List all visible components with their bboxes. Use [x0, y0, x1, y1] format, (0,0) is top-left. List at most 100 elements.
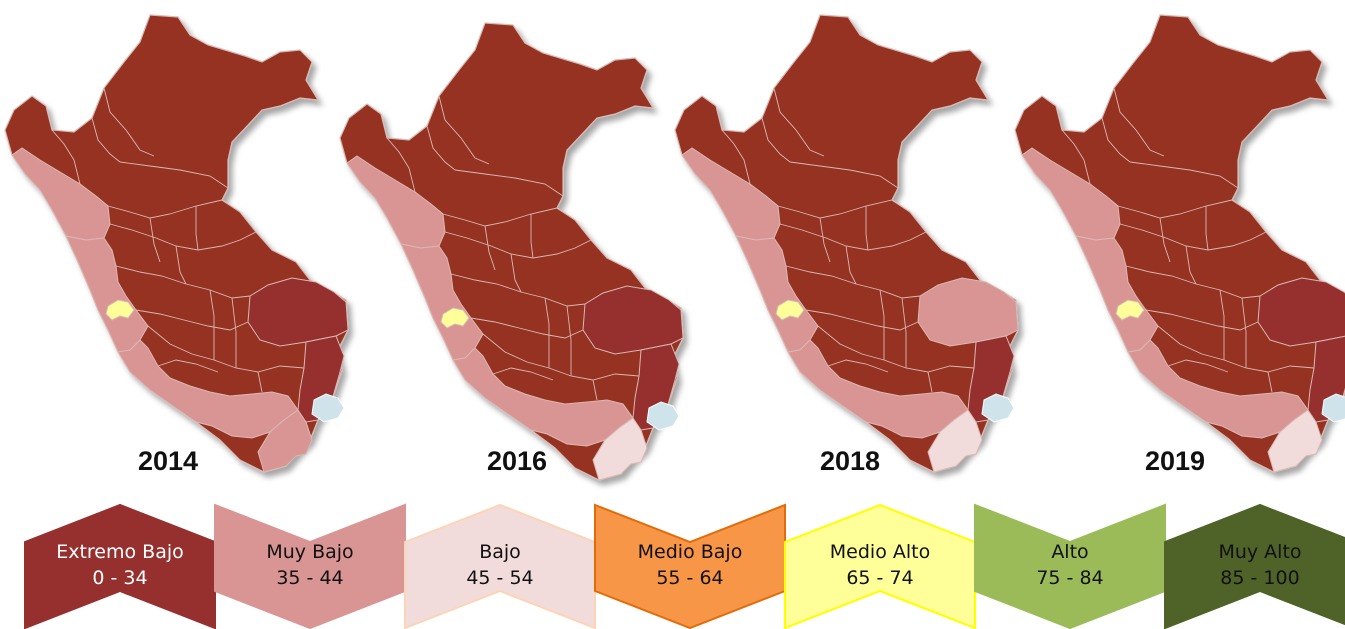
legend-item-medio-bajo: Medio Bajo 55 - 64 [594, 503, 786, 629]
region-puno [967, 335, 1015, 423]
country-outline [4, 14, 349, 473]
country-outline [339, 22, 684, 481]
region-border [484, 225, 496, 271]
region-border [777, 199, 893, 219]
region-lima [775, 299, 805, 321]
region-lima [105, 299, 135, 321]
region-border [231, 297, 237, 368]
region-border [91, 117, 121, 163]
region-border [175, 245, 187, 285]
region-lima [1115, 299, 1145, 321]
region-border [817, 325, 975, 373]
legend-range: 45 - 54 [466, 567, 533, 589]
region-madre-de-dios [247, 277, 349, 347]
region-border [1167, 359, 1229, 373]
region-border [544, 297, 550, 368]
region-tacna [257, 409, 313, 473]
region-south-coast [787, 339, 969, 439]
region-border [827, 359, 889, 373]
region-border [107, 199, 223, 219]
region-tacna [927, 409, 983, 473]
region-border [901, 297, 907, 368]
region-madre-de-dios [917, 277, 1019, 347]
lake-titicaca [646, 401, 680, 431]
region-border [530, 214, 534, 259]
region-border [566, 305, 572, 376]
region-border [1113, 87, 1165, 157]
region-south-coast [452, 347, 634, 447]
region-border [1205, 206, 1209, 251]
legend-swatch [404, 503, 596, 629]
region-border [195, 206, 199, 251]
region-border [438, 95, 490, 165]
legend-label: Muy Bajo [266, 541, 353, 563]
region-north-coast [1021, 147, 1121, 241]
region-south-coast [1127, 339, 1309, 439]
region-border [442, 207, 558, 227]
region-tacna [592, 417, 648, 481]
region-north-coast [11, 147, 111, 241]
region-border [1185, 245, 1197, 285]
region-madre-de-dios [1257, 277, 1345, 347]
region-border [492, 367, 554, 381]
legend-range: 85 - 100 [1220, 567, 1299, 589]
region-madre-de-dios [582, 285, 684, 355]
lake-titicaca [1321, 393, 1345, 423]
map-2019 [1014, 14, 1345, 473]
region-border [1241, 297, 1247, 368]
legend-label: Extremo Bajo [56, 541, 184, 563]
region-border [1117, 199, 1233, 219]
region-border [147, 325, 305, 373]
legend-range: 55 - 64 [656, 567, 723, 589]
region-border [1119, 223, 1267, 251]
legend-range: 0 - 34 [92, 567, 147, 589]
region-border [845, 245, 857, 285]
legend-range: 65 - 74 [846, 567, 913, 589]
region-border [109, 223, 257, 251]
legend-swatch [784, 503, 976, 629]
region-border [257, 371, 263, 393]
region-border [149, 217, 161, 263]
region-border [444, 231, 592, 259]
region-border [386, 137, 416, 193]
region-border [879, 289, 885, 360]
legend-label: Alto [1051, 541, 1088, 563]
lake-titicaca [311, 393, 345, 423]
region-central-coast [1075, 235, 1159, 353]
region-puno [297, 335, 345, 423]
legend-label: Medio Bajo [638, 541, 743, 563]
legend: Extremo Bajo 0 - 34 Muy Bajo 35 - 44 Bajo45 … [24, 503, 1345, 629]
region-south-coast [117, 339, 299, 439]
region-border [1267, 371, 1273, 393]
legend-range: 75 - 84 [1036, 567, 1103, 589]
region-border [157, 359, 219, 373]
region-north-coast [681, 147, 781, 241]
region-border [1145, 309, 1259, 331]
region-puno [632, 343, 680, 431]
legend-item-muy-bajo: Muy Bajo 35 - 44 [214, 503, 406, 629]
legend-item-alto: Alto 75 - 84 [974, 503, 1166, 629]
lake-titicaca [981, 393, 1015, 423]
region-border [773, 87, 825, 157]
region-border [592, 379, 598, 401]
region-lima [440, 307, 470, 329]
legend-item-extremo-bajo: Extremo Bajo 0 - 34 [24, 503, 216, 629]
region-border [927, 371, 933, 393]
maps-layer [4, 14, 1345, 481]
region-border [1101, 117, 1131, 163]
region-border [209, 289, 215, 360]
region-border [865, 206, 869, 251]
region-border [119, 161, 229, 189]
region-border [482, 333, 640, 381]
legend-range: 35 - 44 [276, 567, 343, 589]
year-label-2019: 2019 [1144, 446, 1206, 476]
region-border [779, 223, 927, 251]
region-central-coast [735, 235, 819, 353]
region-border [510, 253, 522, 293]
region-border [1129, 161, 1239, 189]
year-label-2014: 2014 [137, 446, 199, 476]
